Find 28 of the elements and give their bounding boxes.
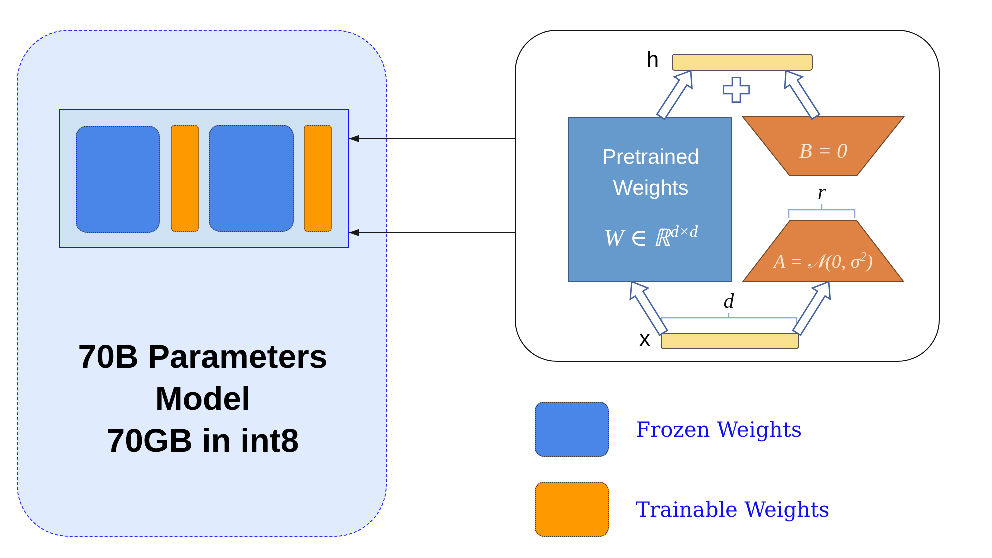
model-panel [17, 30, 387, 537]
frozen-weight-block [209, 125, 294, 232]
trainable-weight-block [304, 125, 332, 232]
pretrained-weights-block [568, 117, 732, 282]
model-subtitle: 70GB in int8 [106, 421, 300, 461]
dimension-label: r [816, 180, 828, 204]
math-formula: W ∈ ℝ$^{d×d}$ [602, 224, 700, 254]
output-vector-bar [672, 54, 813, 71]
layer-block [59, 109, 349, 248]
math-formula: A = 𝒩(0, σ$^{2}$) [772, 252, 874, 274]
block-arrow [792, 281, 832, 336]
legend-label: Frozen Weights [636, 417, 802, 444]
trainable-weight-block [171, 125, 199, 232]
arrow [349, 135, 515, 142]
model-title: 70B Parameters Model [77, 337, 329, 419]
block-title: Pretrained Weights [602, 145, 700, 202]
arrow [349, 229, 515, 236]
input-vector-bar [661, 333, 799, 349]
variable-label: h [646, 47, 660, 73]
lora-panel [515, 30, 940, 362]
block-arrow [656, 70, 693, 120]
legend-label: Trainable Weights [636, 497, 830, 524]
math-formula: B = 0 [798, 139, 848, 163]
block-arrow [784, 70, 821, 120]
frozen-weight-block [76, 126, 160, 233]
dimension-label: d [722, 289, 736, 313]
variable-label: x [638, 326, 652, 352]
block-arrow [630, 281, 669, 336]
